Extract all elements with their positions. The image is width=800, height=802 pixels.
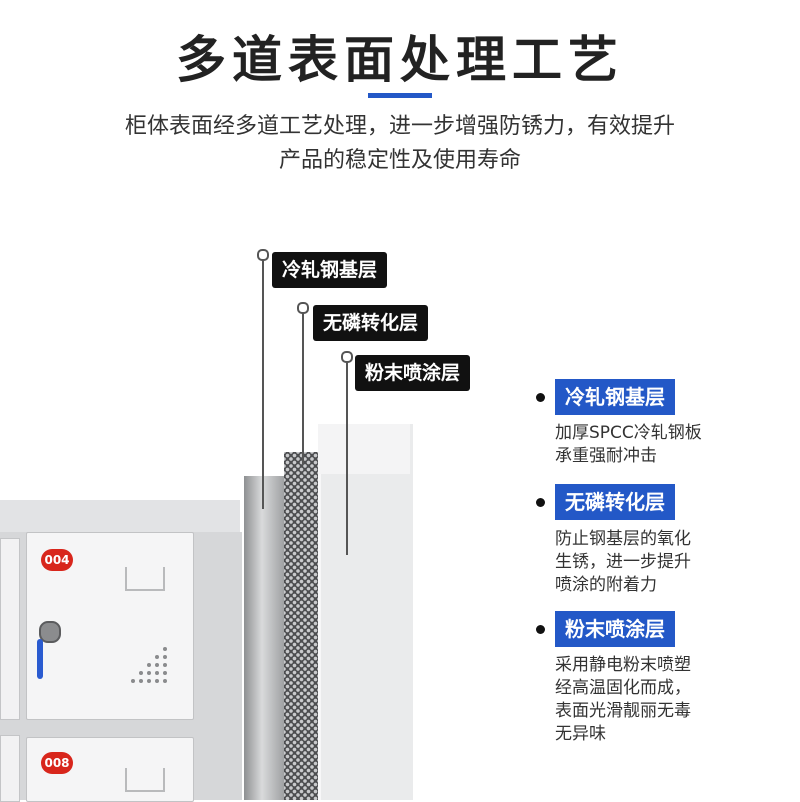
vent-holes	[127, 645, 177, 695]
legend-bullet-icon	[536, 625, 545, 634]
legend-desc-line: 无异味	[555, 724, 606, 744]
legend-label-phosphate-free: 无磷转化层	[555, 484, 675, 520]
page-subtitle: 柜体表面经多道工艺处理，进一步增强防锈力，有效提升 产品的稳定性及使用寿命	[0, 110, 800, 178]
powder-coating-layer	[318, 424, 413, 800]
legend-desc-cold-rolled-steel: 加厚SPCC冷轧钢板 承重强耐冲击	[555, 422, 702, 468]
key-tag-icon	[37, 639, 43, 679]
legend-label-powder-coating: 粉末喷涂层	[555, 611, 675, 647]
callout-leader-line	[262, 261, 264, 509]
powder-coating-layer-top	[318, 424, 410, 474]
callout-pin-icon	[341, 351, 353, 363]
locker-number-badge: 008	[41, 752, 73, 774]
legend-desc-line: 喷涂的附着力	[555, 575, 657, 595]
page-title: 多道表面处理工艺	[176, 31, 624, 89]
cabinet-top-panel	[0, 500, 240, 534]
locker-door: 004	[26, 532, 194, 720]
legend-desc-powder-coating: 采用静电粉末喷塑 经高温固化而成， 表面光滑靓丽无毒 无异味	[555, 654, 691, 746]
callout-pin-icon	[297, 302, 309, 314]
legend-bullet-icon	[536, 393, 545, 402]
legend-bullet-icon	[536, 498, 545, 507]
lock-icon	[39, 621, 61, 643]
door-handle	[125, 567, 165, 591]
locker-number-badge: 004	[41, 549, 73, 571]
callout-powder-coating: 粉末喷涂层	[355, 355, 471, 391]
legend-desc-line: 采用静电粉末喷塑	[555, 655, 691, 675]
callout-leader-line	[346, 363, 348, 555]
legend-desc-line: 加厚SPCC冷轧钢板	[555, 423, 702, 443]
legend-desc-line: 防止钢基层的氧化	[555, 529, 691, 549]
legend-desc-line: 表面光滑靓丽无毒	[555, 701, 691, 721]
legend-desc-line: 生锈，进一步提升	[555, 552, 691, 572]
callout-pin-icon	[257, 249, 269, 261]
door-handle	[125, 768, 165, 792]
legend-desc-line: 承重强耐冲击	[555, 446, 657, 466]
legend-desc-phosphate-free: 防止钢基层的氧化 生锈，进一步提升 喷涂的附着力	[555, 528, 691, 597]
phosphate-free-conversion-layer	[284, 452, 320, 800]
legend-label-cold-rolled-steel: 冷轧钢基层	[555, 379, 675, 415]
callout-leader-line	[302, 314, 304, 464]
cabinet-side-door	[0, 735, 20, 802]
callout-phosphate-free: 无磷转化层	[313, 305, 429, 341]
cabinet-side-door	[0, 538, 20, 720]
title-underline	[368, 93, 432, 98]
locker-door: 008	[26, 737, 194, 802]
callout-cold-rolled-steel: 冷轧钢基层	[272, 252, 388, 288]
legend-desc-line: 经高温固化而成，	[555, 678, 691, 698]
cold-rolled-steel-layer	[244, 476, 284, 800]
subtitle-line-1: 柜体表面经多道工艺处理，进一步增强防锈力，有效提升	[124, 114, 675, 139]
subtitle-line-2: 产品的稳定性及使用寿命	[278, 148, 521, 173]
